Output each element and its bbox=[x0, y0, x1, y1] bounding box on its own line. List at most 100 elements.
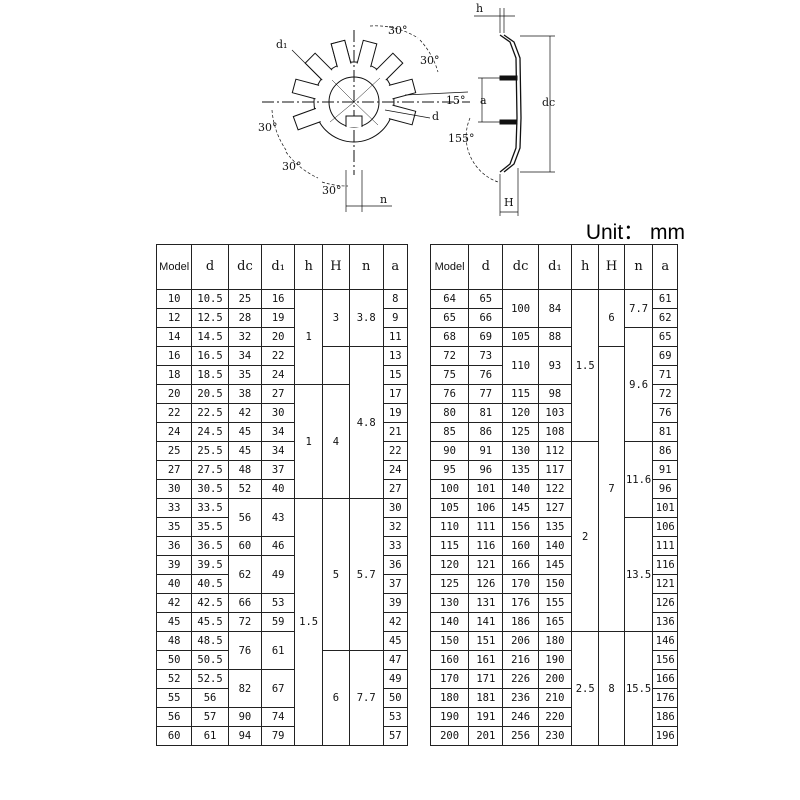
cell-d1: 165 bbox=[537, 612, 573, 632]
cell-a: 37 bbox=[382, 574, 409, 594]
cell-dc: 34 bbox=[227, 346, 263, 366]
label-angle-30-left: 30° bbox=[258, 121, 278, 134]
cell-d: 61 bbox=[191, 726, 229, 746]
cell-model: 35 bbox=[155, 517, 193, 537]
cell-a: 32 bbox=[382, 517, 409, 537]
label-angle-15: 15° bbox=[446, 94, 466, 107]
cell-a: 111 bbox=[652, 536, 678, 556]
cell-a: 69 bbox=[652, 346, 678, 366]
cell-H: 5 bbox=[322, 498, 350, 651]
cell-model: 150 bbox=[429, 631, 470, 651]
cell-d1: 27 bbox=[261, 384, 296, 404]
cell-d: 181 bbox=[468, 688, 504, 708]
tooth bbox=[330, 39, 352, 68]
cell-a: 50 bbox=[382, 688, 409, 708]
cell-model: 80 bbox=[429, 403, 470, 423]
cell-a: 126 bbox=[652, 593, 678, 613]
cell-h: 1.5 bbox=[294, 498, 324, 746]
cell-d: 121 bbox=[468, 555, 504, 575]
cell-dc: 166 bbox=[502, 555, 539, 575]
cell-model: 115 bbox=[429, 536, 470, 556]
inner-tab-bottom bbox=[499, 119, 518, 125]
cell-d: 151 bbox=[468, 631, 504, 651]
cell-model: 125 bbox=[429, 574, 470, 594]
cell-a: 36 bbox=[382, 555, 409, 575]
header-H: H bbox=[598, 244, 625, 290]
cell-dc: 38 bbox=[227, 384, 263, 404]
cell-dc: 145 bbox=[502, 498, 539, 518]
cell-d: 27.5 bbox=[191, 460, 229, 480]
cell-d: 126 bbox=[468, 574, 504, 594]
cell-d: 81 bbox=[468, 403, 504, 423]
cell-dc: 186 bbox=[502, 612, 539, 632]
cell-d1: 180 bbox=[537, 631, 573, 651]
cell-model: 85 bbox=[429, 422, 470, 442]
cell-d: 73 bbox=[468, 346, 504, 366]
cell-dc: 52 bbox=[227, 479, 263, 499]
cell-model: 30 bbox=[155, 479, 193, 499]
cell-d1: 200 bbox=[537, 669, 573, 689]
cell-d1: 190 bbox=[537, 650, 573, 670]
cell-d1: 20 bbox=[261, 327, 296, 347]
cell-model: 52 bbox=[155, 669, 193, 689]
cell-H: 7 bbox=[598, 346, 625, 632]
cell-dc: 156 bbox=[502, 517, 539, 537]
cell-model: 100 bbox=[429, 479, 470, 499]
cell-model: 20 bbox=[155, 384, 193, 404]
cell-model: 22 bbox=[155, 403, 193, 423]
cell-d1: 117 bbox=[537, 460, 573, 480]
cell-dc: 206 bbox=[502, 631, 539, 651]
cell-a: 72 bbox=[652, 384, 678, 404]
cell-model: 48 bbox=[155, 631, 193, 651]
cell-model: 130 bbox=[429, 593, 470, 613]
cell-dc: 256 bbox=[502, 726, 539, 746]
header-n: n bbox=[623, 244, 654, 290]
cell-model: 72 bbox=[429, 346, 470, 366]
radial-line bbox=[331, 79, 355, 103]
header-n: n bbox=[348, 244, 384, 290]
cell-d: 86 bbox=[468, 422, 504, 442]
cell-model: 68 bbox=[429, 327, 470, 347]
cell-dc: 115 bbox=[502, 384, 539, 404]
cell-a: 8 bbox=[382, 289, 409, 309]
cell-d1: 34 bbox=[261, 441, 296, 461]
cell-model: 24 bbox=[155, 422, 193, 442]
cell-a: 176 bbox=[652, 688, 678, 708]
cell-d1: 74 bbox=[261, 707, 296, 727]
cell-n: 3.8 bbox=[348, 289, 384, 347]
label-a: a bbox=[480, 94, 487, 107]
cell-dc: 226 bbox=[502, 669, 539, 689]
cell-d1: 98 bbox=[537, 384, 573, 404]
cell-n: 4.8 bbox=[348, 346, 384, 499]
cell-n: 13.5 bbox=[623, 517, 654, 632]
cell-a: 27 bbox=[382, 479, 409, 499]
cell-dc: 45 bbox=[227, 422, 263, 442]
angle-arc-upper-right bbox=[419, 39, 439, 73]
cell-a: 57 bbox=[382, 726, 409, 746]
label-n: n bbox=[380, 193, 387, 206]
cell-dc: 48 bbox=[227, 460, 263, 480]
header-model: Model bbox=[429, 244, 470, 290]
radial-line bbox=[329, 101, 355, 123]
cell-model: 55 bbox=[155, 688, 193, 708]
tooth bbox=[388, 104, 417, 126]
cell-a: 76 bbox=[652, 403, 678, 423]
inner-tab-top bbox=[499, 75, 518, 81]
cell-a: 11 bbox=[382, 327, 409, 347]
cell-dc: 32 bbox=[227, 327, 263, 347]
cell-model: 105 bbox=[429, 498, 470, 518]
cell-d1: 67 bbox=[261, 669, 296, 708]
cell-dc: 35 bbox=[227, 365, 263, 385]
cell-a: 19 bbox=[382, 403, 409, 423]
cell-a: 166 bbox=[652, 669, 678, 689]
